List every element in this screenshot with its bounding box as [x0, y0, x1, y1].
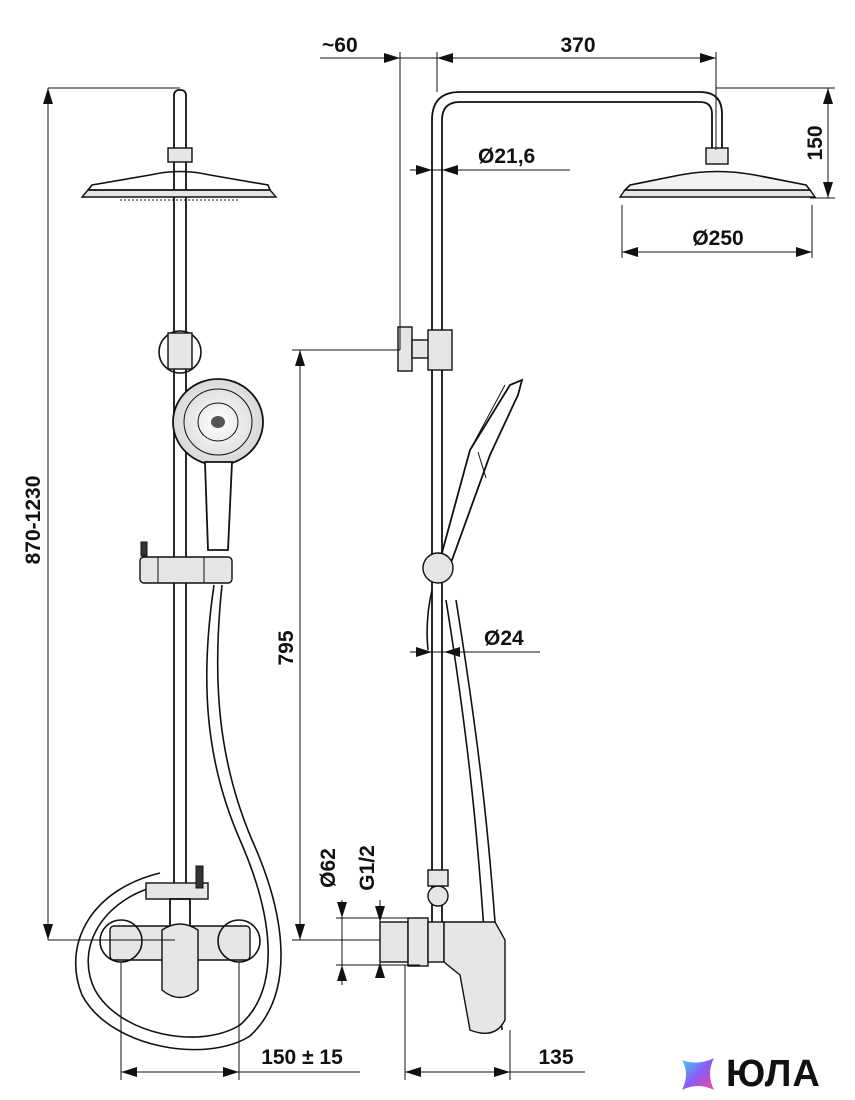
- front-view: [74, 89, 282, 1051]
- front-mixer: [99, 865, 261, 999]
- youla-logo-icon: [682, 1058, 714, 1090]
- dim-mixer-depth: 135: [538, 1046, 573, 1069]
- youla-logo-text: ЮЛА: [726, 1052, 821, 1095]
- dim-bracket-height: 795: [275, 630, 298, 665]
- dim-thread: G1/2: [356, 845, 379, 891]
- dimension-lines: [43, 52, 835, 1080]
- front-hose: [87, 584, 269, 1038]
- side-slider-knob: [422, 552, 454, 584]
- dim-offset-wall: ~60: [322, 34, 358, 57]
- dim-overall-height: 870-1230: [22, 476, 45, 565]
- front-hand-shower: [172, 378, 264, 551]
- youla-logo: ЮЛА: [678, 1050, 821, 1098]
- side-hand-shower: [438, 378, 524, 561]
- side-view: [379, 91, 817, 1034]
- dim-arm-length: 370: [560, 34, 595, 57]
- dim-arm-drop: 150: [804, 125, 827, 160]
- dim-slider-diameter: Ø24: [484, 627, 524, 650]
- dim-head-diameter: Ø250: [692, 227, 743, 250]
- front-bracket-clamp: [167, 332, 193, 370]
- side-head-connector: [705, 147, 729, 165]
- side-hose-upper: [426, 589, 433, 651]
- front-shower-rod: [173, 89, 187, 941]
- front-slider: [139, 541, 233, 584]
- side-wall-bracket: [397, 326, 453, 372]
- dim-pipe-diameter: Ø21,6: [478, 145, 535, 168]
- dim-flange-diameter: Ø62: [317, 848, 340, 888]
- front-head-connector: [167, 147, 193, 163]
- side-shower-head: [618, 170, 817, 198]
- front-shower-head: [80, 170, 278, 201]
- side-rod-and-arm: [431, 91, 723, 941]
- dim-inlet-spacing: 150 ± 15: [261, 1046, 343, 1069]
- side-mixer: [379, 869, 506, 1034]
- front-wall-bracket: [158, 330, 202, 374]
